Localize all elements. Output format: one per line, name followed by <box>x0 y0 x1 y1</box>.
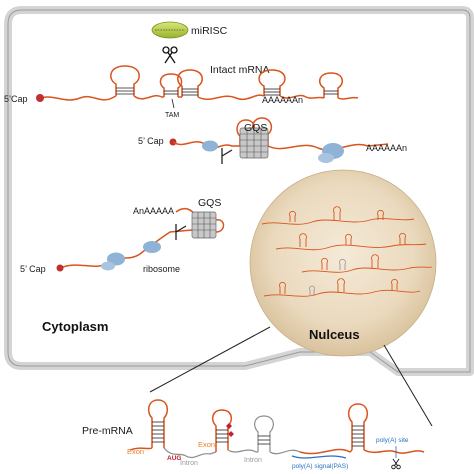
zoom-line-right <box>383 344 433 427</box>
mirisc-label: miRISC <box>191 25 228 37</box>
gqs-label-1: GQS <box>244 122 267 134</box>
pas-signal-marker <box>291 455 347 459</box>
start-codon-label: AUG <box>167 455 181 462</box>
polya-label-1: AAAAAAn <box>262 95 303 105</box>
tam-pointer <box>171 98 175 109</box>
zoom-line-left <box>149 326 271 393</box>
ribosome-label: ribosome <box>143 264 180 274</box>
cap-label-2: 5’ Cap <box>138 136 164 146</box>
intact-mrna-label: Intact mRNA <box>210 64 270 76</box>
tam-label: TAM <box>165 112 179 119</box>
cap-label-3: 5’ Cap <box>20 264 46 274</box>
exon-label-1: Exon <box>127 447 144 456</box>
scissors-icon <box>162 46 178 64</box>
cap-icon <box>56 264 64 272</box>
scissors-icon <box>391 458 401 470</box>
cytoplasm-label: Cytoplasm <box>42 319 108 334</box>
ribosome-icon <box>143 241 161 253</box>
nucleus-body <box>249 169 437 357</box>
cap-label-1: 5’Cap <box>4 94 28 104</box>
intron-label-2: Intron <box>244 457 262 464</box>
nuclear-rna-strands <box>261 206 433 297</box>
gqs-structure-2 <box>191 211 225 239</box>
exon-label-2: Exon <box>198 440 215 449</box>
mirisc-complex <box>151 21 189 39</box>
polya-signal-label: poly(A) signal(PAS) <box>292 463 348 470</box>
inhibit-icon <box>221 148 233 164</box>
mutation-marker-icon <box>226 423 234 437</box>
intact-mrna-strand <box>39 65 359 101</box>
gqs-structure-1 <box>239 127 269 159</box>
intron-label-1: Intron <box>180 460 198 467</box>
pre-mrna-strand <box>129 399 425 459</box>
ribosome-small-subunit <box>202 140 218 152</box>
nucleus-label: Nulceus <box>309 327 360 342</box>
polya-label-2: AAAAAAn <box>366 143 407 153</box>
inhibit-icon <box>175 224 187 240</box>
cap-icon <box>36 94 44 102</box>
polya-site-label: poly(A) site <box>376 437 409 444</box>
polya-label-3: AnAAAAA <box>133 206 174 216</box>
gqs-label-2: GQS <box>198 197 221 209</box>
pre-mrna-label: Pre-mRNA <box>82 425 133 437</box>
